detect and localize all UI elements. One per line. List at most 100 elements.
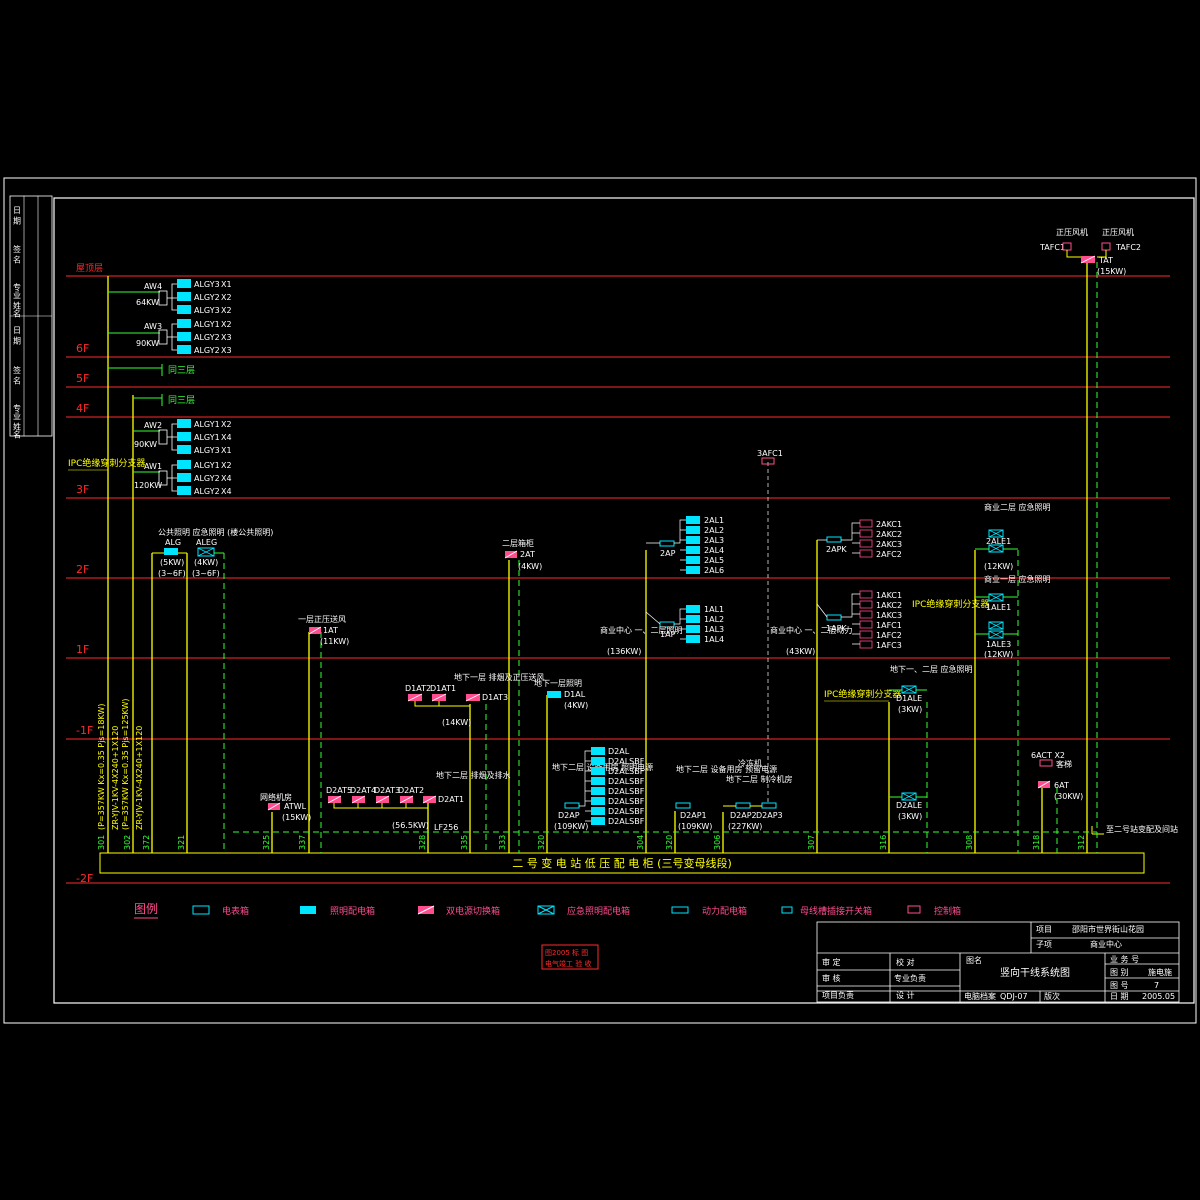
legend: 图例 电表箱 照明配电箱 双电源切换箱 应急照明配电箱 动力配电箱 母线槽插接开… xyxy=(134,902,961,919)
side-stamp-3: 专业 姓名 xyxy=(13,282,22,319)
tb-file: QDJ-07 xyxy=(1000,992,1028,1001)
commercial-power: 2APK 2AKC1 2AKC2 2AKC3 2AFC2 1APK 1AKC1 … xyxy=(770,519,902,656)
2al6: 2AL6 xyxy=(704,566,724,575)
aw1-box1: ALGY1 xyxy=(194,461,220,470)
circuit-302: 302 xyxy=(123,835,132,850)
basement1-fans: 地下一层 排烟及正压送风 D1AT2 D1AT1 D1AT3 (14KW) xyxy=(405,672,545,727)
2ap-name: 2AP xyxy=(660,549,676,558)
b1-fan-name2: D1AT1 xyxy=(430,684,456,693)
d2ale-kw: (3KW) xyxy=(898,812,922,821)
fire-room-kw: (4KW) xyxy=(518,562,542,571)
aw4-box1-count: X1 xyxy=(221,280,232,289)
aw4-box2: ALGY2 xyxy=(194,293,220,302)
title-block xyxy=(816,921,1180,1003)
2al4: 2AL4 xyxy=(704,546,724,555)
b2-fan-kw: (56.5KW) xyxy=(392,821,429,830)
em1-name: 1ALE1 xyxy=(986,603,1011,612)
aw1-box2-count: X4 xyxy=(221,474,232,483)
1ap-kw: (136KW) xyxy=(607,647,641,656)
circuit-325: 325 xyxy=(262,835,271,850)
tb-date-label: 日 期 xyxy=(1110,992,1129,1001)
tafc1-name: TAFC1 xyxy=(1039,243,1065,252)
1ap-name: 1AP xyxy=(660,630,676,639)
aleg-name: ALEG xyxy=(196,538,217,547)
emergency-basement: 地下一、二层 应急照明 D1ALE (3KW) D2ALE (3KW) xyxy=(889,664,973,821)
d2al-box6: D2ALSBF xyxy=(608,797,645,806)
elevator-kw: (30KW) xyxy=(1054,792,1083,801)
side-stamp: 日 期 签 名 专业 姓名 日 期 签 名 专业 姓名 xyxy=(9,195,53,440)
d2al-box4: D2ALSBF xyxy=(608,777,645,786)
1ap-title: 商业中心 一、二层照明 xyxy=(600,625,683,635)
aw4-box3: ALGY3 xyxy=(194,306,220,315)
aw2-name: AW2 xyxy=(144,421,162,430)
tb-major: 专业负责 xyxy=(894,973,926,983)
aw3-name: AW3 xyxy=(144,322,162,331)
2apk-name: 2APK xyxy=(826,545,847,554)
elevator-title2: 客梯 xyxy=(1056,759,1072,769)
aw2-box1-count: X2 xyxy=(221,420,232,429)
em3-name: 1ALE3 xyxy=(986,640,1011,649)
aw2-box3: ALGY3 xyxy=(194,446,220,455)
d2ap1-kw: (109KW) xyxy=(678,822,712,831)
legend-item-5: 动力配电箱 xyxy=(702,905,747,917)
aw3-box2: ALGY2 xyxy=(194,333,220,342)
em3-kw: (12KW) xyxy=(984,650,1013,659)
tat-kw: (15KW) xyxy=(1097,267,1126,276)
d2al-name: D2AP xyxy=(558,811,580,820)
side-stamp-6: 专业 姓名 xyxy=(13,403,22,440)
elevator: 6ACT X2 客梯 6AT (30KW) xyxy=(1031,751,1083,801)
same-floor-2: 同三层 xyxy=(168,395,195,406)
b2-fan-name5: D2AT5 xyxy=(326,786,352,795)
aw2-kw: 90KW xyxy=(134,440,157,449)
d2ap2-kw: (227KW) xyxy=(728,822,762,831)
aw3-box3-count: X3 xyxy=(221,346,232,355)
1al3: 1AL3 xyxy=(704,625,724,634)
main-panel-title: 二 号 变 电 站 低 压 配 电 柜 (三号变母线段) xyxy=(512,856,732,870)
tb-ver-label: 版次 xyxy=(1044,991,1060,1001)
tb-lead: 项目负责 xyxy=(822,990,854,1000)
d2al-box7: D2ALSBF xyxy=(608,807,645,816)
circuit-307: 307 xyxy=(807,835,816,850)
feeder2-load: (P=357KW Kx=0.35 Pjs=125KW) xyxy=(121,698,130,830)
2al3: 2AL3 xyxy=(704,536,724,545)
afc-box: 3AFC1 xyxy=(757,449,783,465)
left-lower-group: AW2 90KW AW1 120KW ALGY1 X2 ALGY1 X4 ALG… xyxy=(68,419,232,496)
title-block-text: 项目 邵阳市世界街山花园 子项 商业中心 审 定 校 对 审 核 专业负责 项目… xyxy=(822,924,1175,1001)
tb-project-label: 项目 xyxy=(1036,925,1052,934)
1al1: 1AL1 xyxy=(704,605,724,614)
commercial-lighting: 2AP 2AL1 2AL2 2AL3 2AL4 2AL5 2AL6 1AP xyxy=(600,516,724,656)
d1ale-kw: (3KW) xyxy=(898,705,922,714)
floor-label-b1: -1F xyxy=(76,724,93,737)
emergency-commercial: 商业二层 应急照明 2ALE1 (12KW) 商业一层 应急照明 1ALE1 1… xyxy=(912,502,1051,659)
d2ap2-title: 地下二层 制冷机房 xyxy=(726,774,793,784)
1al2: 1AL2 xyxy=(704,615,724,624)
aw1-box2: ALGY2 xyxy=(194,474,220,483)
public-lighting: 公共照明 应急照明 (楼公共照明) ALG (5KW) (3~6F) ALEG … xyxy=(152,527,273,578)
b1-fan-name1: D1AT2 xyxy=(405,684,431,693)
b2-fan-name4: D2AT4 xyxy=(350,786,376,795)
circuit-337: 337 xyxy=(298,835,307,850)
approval-stamp: 图2005 标 图 电气竣工 验 收 xyxy=(541,944,599,970)
afc-name: 3AFC1 xyxy=(757,449,783,458)
fire-fan1-title: 一层正压送风 xyxy=(298,614,346,624)
d2al-box2: D2ALSBF xyxy=(608,757,645,766)
legend-item-2: 照明配电箱 xyxy=(330,905,375,917)
fire-room-title: 二层箱柜 xyxy=(502,538,534,548)
legend-item-6: 母线槽插接开关箱 xyxy=(800,905,872,917)
aw3-box1: ALGY1 xyxy=(194,320,220,329)
d2ap1-name: D2AP1 xyxy=(680,811,707,820)
circuit-306: 306 xyxy=(713,835,722,850)
side-stamp-5: 签 名 xyxy=(13,365,22,386)
aleg-range: (3~6F) xyxy=(192,569,220,578)
net-room-title: 网络机房 xyxy=(260,792,292,802)
tb-date: 2005.05 xyxy=(1142,992,1175,1001)
tb-check: 校 对 xyxy=(896,957,915,967)
aw3-kw: 90KW xyxy=(136,339,159,348)
main-lv-panel: 二 号 变 电 站 低 压 配 电 柜 (三号变母线段) 至二号站变配及间站 xyxy=(99,824,1178,874)
floor-lines xyxy=(66,275,1170,884)
riser-lines xyxy=(107,262,1088,853)
d2ap1-group: 地下二层 设备用房 预留电源 D2AP1 (109KW) xyxy=(675,764,777,831)
basement1-light: 地下一层照明 D1AL (4KW) xyxy=(534,678,588,710)
em2-title: 商业二层 应急照明 xyxy=(984,502,1051,512)
